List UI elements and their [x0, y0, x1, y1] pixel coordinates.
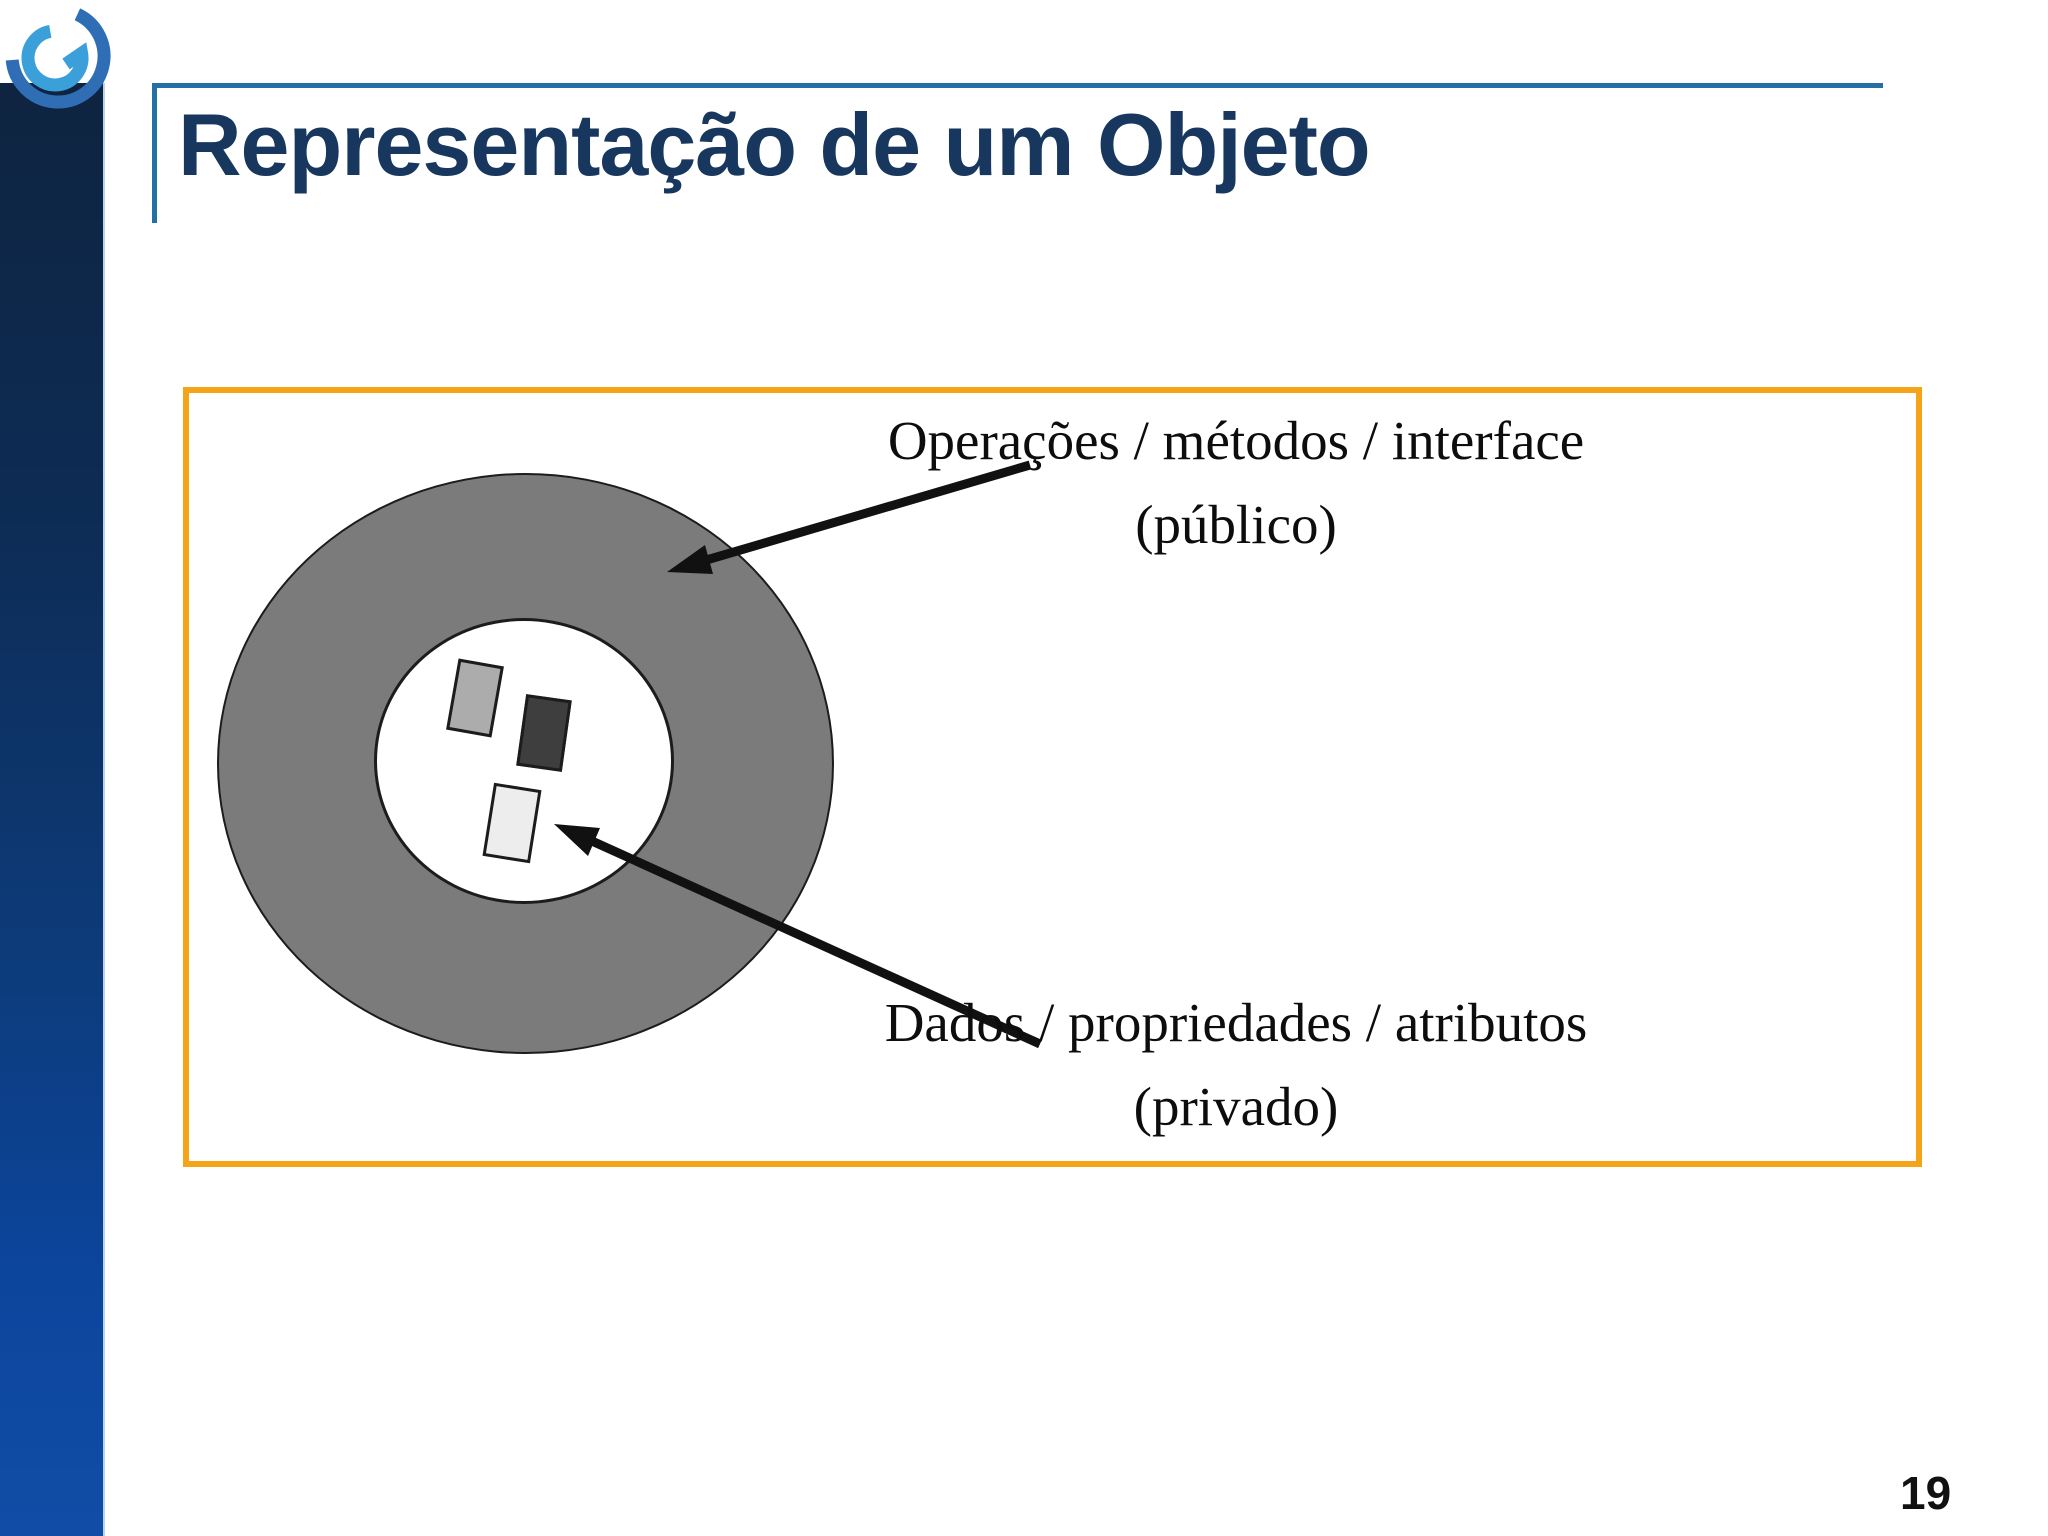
title-rule-left [152, 83, 157, 223]
title-rule-top [152, 83, 1883, 88]
label-private-line2: (privado) [1133, 1076, 1339, 1137]
label-private: Dados / propriedades / atributos (privad… [816, 981, 1656, 1149]
label-public-line2: (público) [1135, 494, 1337, 555]
page-title: Representação de um Objeto [178, 95, 1371, 194]
swirl-logo-icon [5, 8, 111, 109]
arrows-layer [554, 460, 1042, 1049]
arrow-to-inner-data-icon [554, 824, 1042, 1049]
sidebar-gradient-bar [0, 83, 105, 1536]
label-private-line1: Dados / propriedades / atributos [884, 992, 1588, 1053]
page-number: 19 [1900, 1467, 1952, 1519]
label-public: Operações / métodos / interface (público… [816, 399, 1656, 567]
label-public-line1: Operações / métodos / interface [887, 410, 1585, 471]
diagram-frame: Operações / métodos / interface (público… [183, 387, 1922, 1167]
arrow-to-outer-ring-icon [667, 460, 1032, 574]
